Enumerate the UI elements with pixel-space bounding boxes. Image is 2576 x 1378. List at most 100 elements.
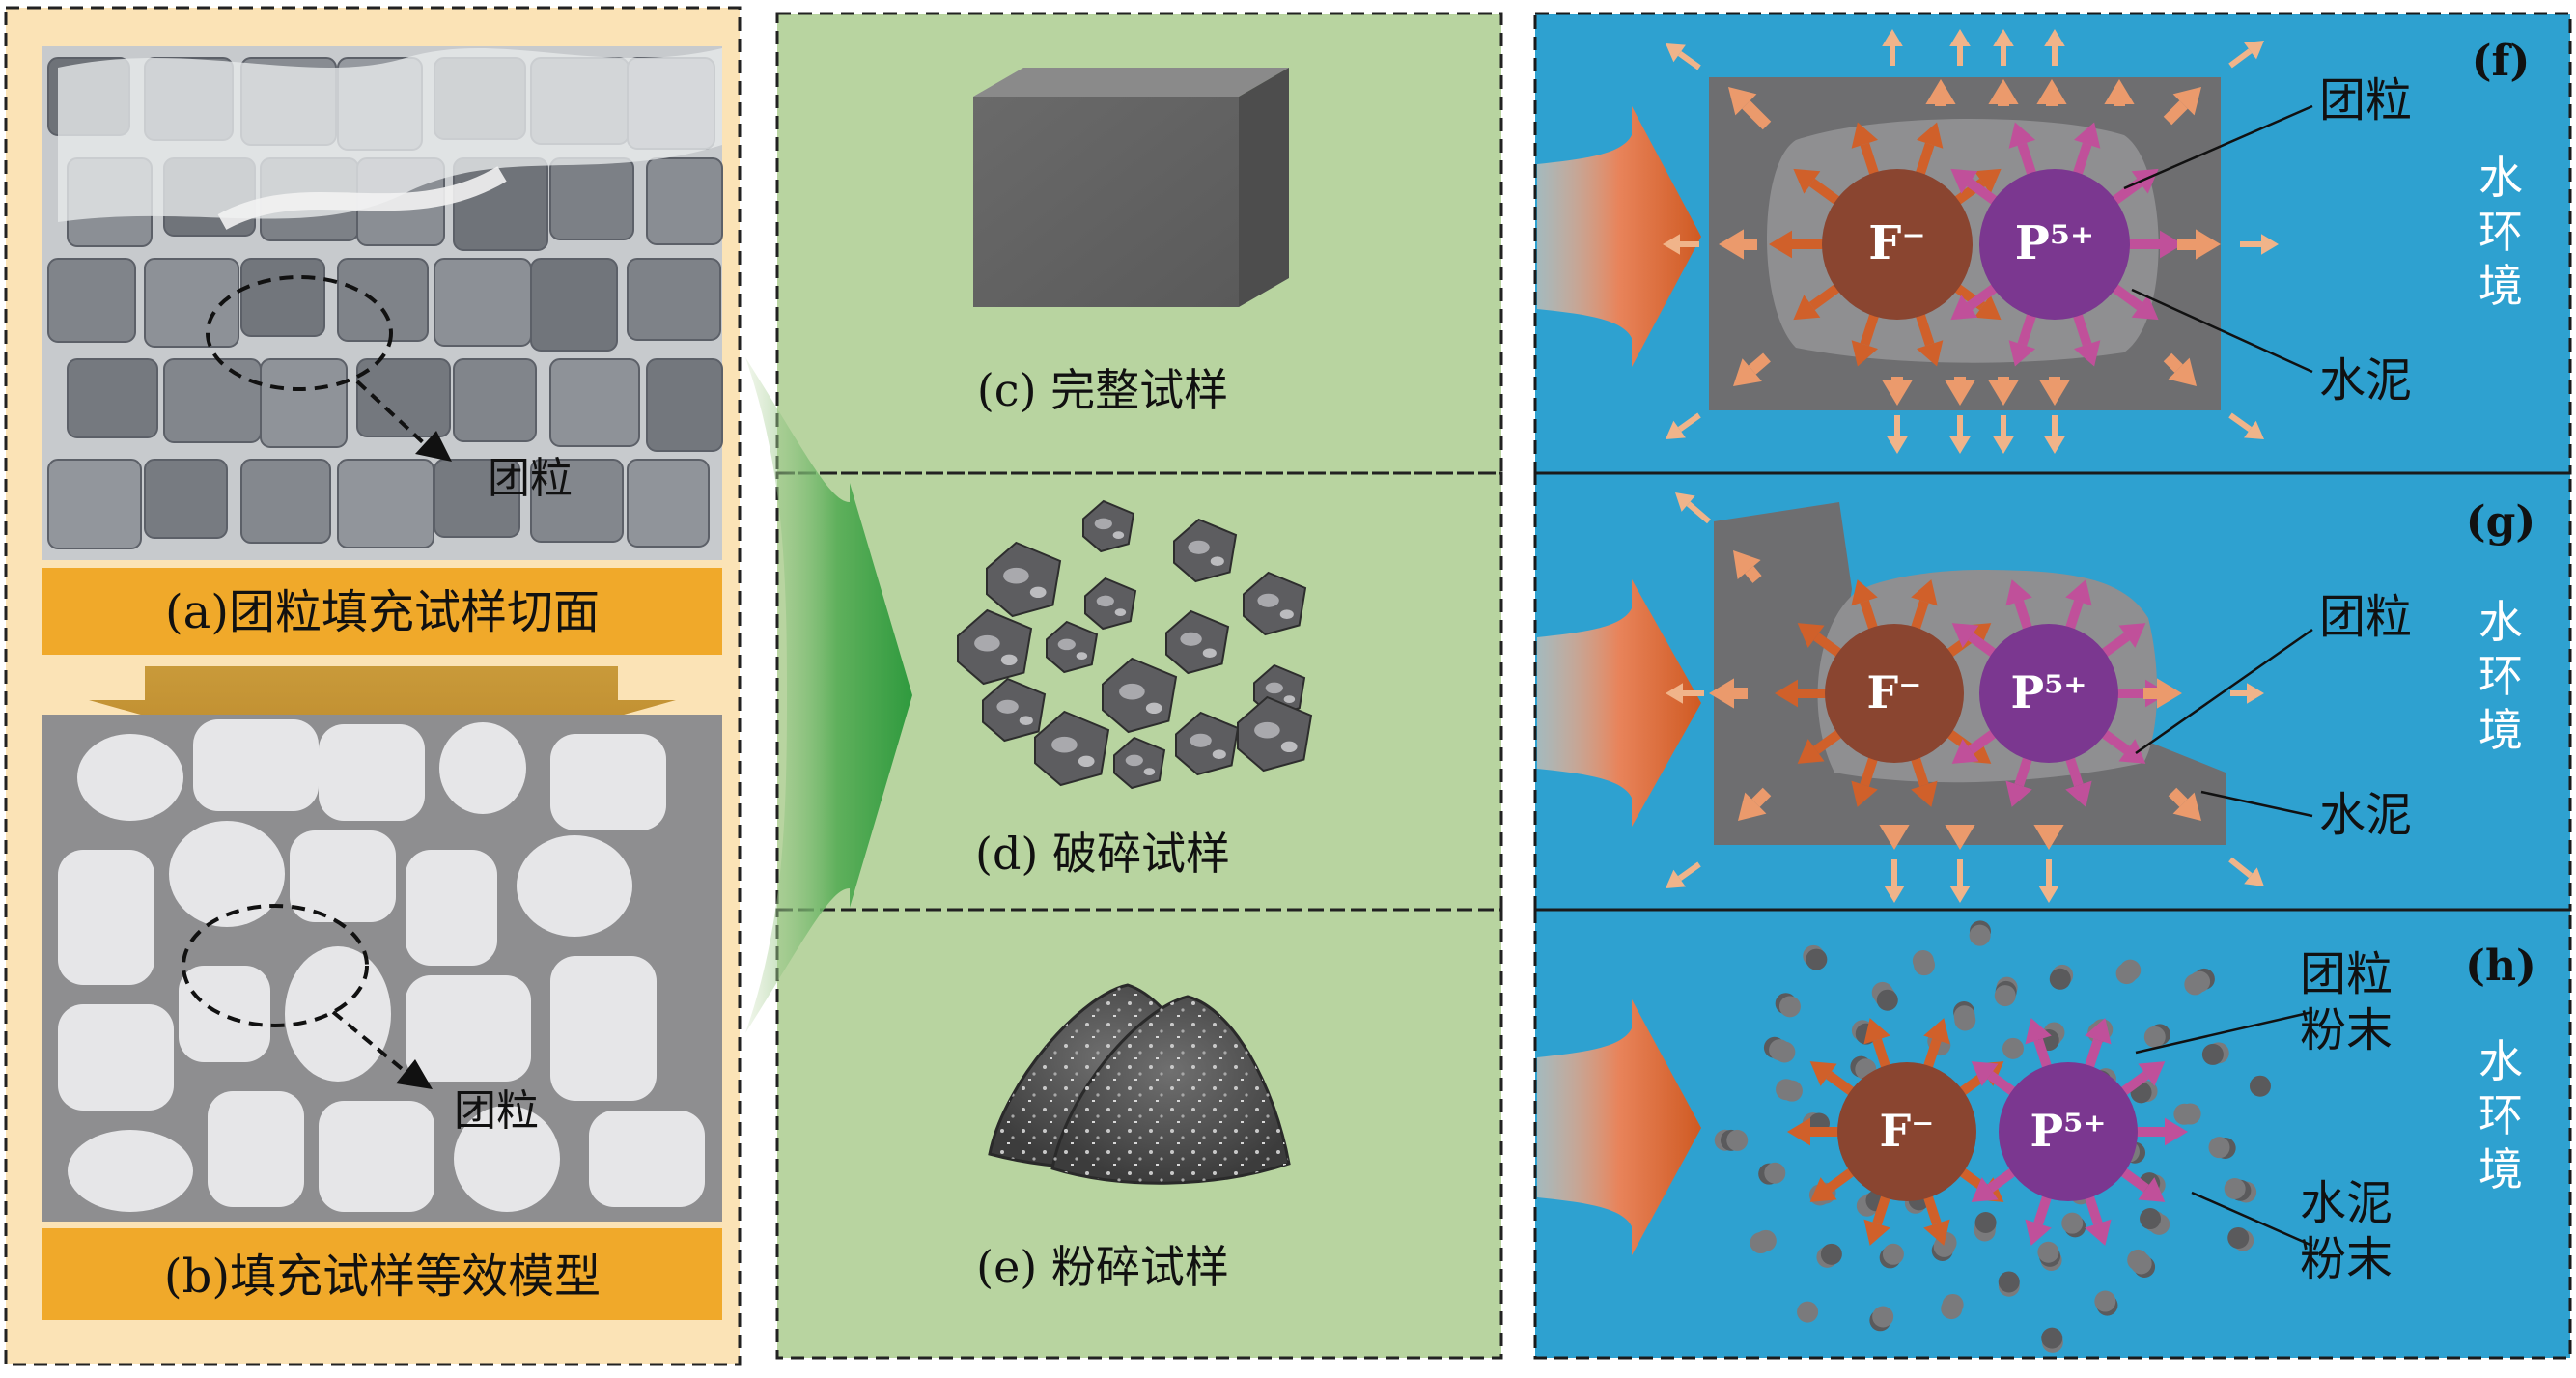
- panel-h-tag: (h): [2465, 942, 2536, 991]
- panel-f-border: [1533, 12, 2572, 475]
- powder-particle: [1974, 1212, 1997, 1234]
- water-inflow-arrow-h: [1537, 999, 1701, 1255]
- powder-particle: [1994, 985, 2016, 1007]
- water-inflow-arrow-f: [1537, 106, 1701, 367]
- powder-particle: [2115, 963, 2138, 985]
- phosphorus-label-g: P⁵⁺: [2010, 666, 2086, 718]
- powder-particle: [2249, 1075, 2271, 1097]
- aggregate-label-g: 团粒: [2319, 590, 2412, 644]
- powder-particle: [1726, 1129, 1749, 1151]
- leader-cement-g: [2200, 790, 2313, 818]
- powder-particle: [2037, 1241, 2059, 1263]
- model-aggregate: [290, 830, 396, 922]
- model-aggregate: [169, 821, 285, 927]
- aggregate-highlight-ellipse-a: [206, 275, 393, 391]
- model-aggregate: [406, 975, 531, 1082]
- powder-particle: [2127, 1249, 2149, 1271]
- environment-label-h: 水环境: [2478, 1035, 2523, 1195]
- phosphorus-ion-g: [1979, 624, 2118, 763]
- aggregate-callout-b: 团粒: [454, 1086, 539, 1136]
- aggregate-callout-a: 团粒: [488, 454, 573, 503]
- powder-particle: [1876, 989, 1898, 1011]
- powder-particle: [2140, 1208, 2162, 1230]
- powder-particle: [1820, 1243, 1842, 1265]
- model-aggregate: [58, 850, 154, 985]
- fluoride-ion-f: [1822, 169, 1973, 320]
- broken-specimen-fragments: [957, 499, 1313, 790]
- powder-particle: [2094, 1290, 2116, 1312]
- powder-particle: [1914, 954, 1936, 976]
- model-aggregate: [77, 734, 183, 821]
- powder-particle: [2173, 1103, 2196, 1125]
- model-aggregate: [454, 1106, 560, 1212]
- fluoride-label-h: F⁻: [1880, 1105, 1935, 1157]
- water-inflow-arrow-g: [1537, 579, 1701, 827]
- diffusion-arrows: [1663, 29, 2279, 454]
- panel-g-tag: (g): [2466, 497, 2535, 547]
- powder-particle: [2041, 1327, 2063, 1349]
- powder-particle: [1778, 996, 1801, 1018]
- panel-b-label: (b)填充试样等效模型: [164, 1250, 601, 1304]
- powder-particle: [2208, 1137, 2230, 1159]
- powder-particle: [2184, 973, 2206, 996]
- powder-particle: [1764, 1162, 1786, 1184]
- model-aggregate: [193, 719, 319, 811]
- model-aggregate: [319, 1101, 434, 1212]
- model-aggregate: [550, 956, 657, 1101]
- powder-particle: [2061, 1212, 2084, 1234]
- intact-specimen-cube: [973, 68, 1289, 307]
- powder-particle: [2227, 1226, 2250, 1249]
- phosphorus-label-h: P⁵⁺: [2030, 1105, 2106, 1157]
- powder-particle: [1754, 1229, 1777, 1251]
- environment-label-g: 水环境: [2478, 596, 2523, 756]
- model-aggregate: [179, 966, 270, 1062]
- model-aggregate: [517, 835, 632, 937]
- phosphorus-ion-f: [1979, 169, 2130, 320]
- environment-label-f: 水环境: [2478, 152, 2523, 312]
- callout-arrowhead-b: [396, 1059, 433, 1089]
- powder-particle: [1882, 1243, 1904, 1265]
- leader-aggregate-h: [2135, 1010, 2313, 1055]
- powder-particle: [1969, 924, 1991, 946]
- powder-particle: [1872, 1306, 1894, 1328]
- panel-e-border: [775, 908, 1503, 1360]
- aggregate-label-f: 团粒: [2319, 73, 2412, 127]
- powder-particle: [2049, 968, 2071, 990]
- panel-a-label: (a)团粒填充试样切面: [165, 585, 600, 639]
- powder-particle: [2002, 1037, 2024, 1059]
- powder-particle: [1954, 1009, 1976, 1031]
- phosphorus-ion-h: [1999, 1062, 2138, 1201]
- panel-d-label: (d) 破碎试样: [975, 828, 1230, 880]
- panel-d-border: [775, 471, 1503, 912]
- model-aggregate: [208, 1091, 304, 1207]
- model-aggregate: [589, 1111, 705, 1207]
- green-flow-arrow: [745, 357, 912, 1033]
- powder-particle: [1797, 1301, 1819, 1323]
- powder-particle: [1806, 948, 1828, 970]
- cross-section-photo: [42, 46, 723, 560]
- fluoride-ion-h: [1837, 1062, 1976, 1201]
- fluoride-ion-g: [1825, 624, 1964, 763]
- aggregate-powder-label-h: 团粒粉末: [2300, 947, 2393, 1057]
- model-aggregate: [68, 1130, 193, 1212]
- phosphorus-label-f: P⁵⁺: [2015, 216, 2094, 270]
- fluoride-label-f: F⁻: [1868, 216, 1925, 270]
- powder-particle: [1780, 1080, 1803, 1102]
- leader-aggregate-g: [2135, 628, 2313, 755]
- callout-arrow-a: [355, 380, 427, 446]
- model-aggregate: [406, 850, 497, 966]
- panel-c-border: [775, 12, 1503, 475]
- fluoride-label-g: F⁻: [1867, 666, 1922, 718]
- powder-particle: [1942, 1293, 1964, 1315]
- callout-arrowhead-a: [415, 431, 452, 462]
- model-aggregate: [319, 724, 425, 821]
- powder-particle: [1774, 1041, 1796, 1063]
- panel-c-label: (c) 完整试样: [977, 364, 1228, 416]
- powder-particle: [2224, 1177, 2246, 1199]
- leader-aggregate-f: [2123, 104, 2313, 190]
- callout-arrow-b: [331, 1010, 407, 1074]
- leader-cement-h: [2191, 1191, 2313, 1248]
- panel-h-border: [1533, 908, 2572, 1360]
